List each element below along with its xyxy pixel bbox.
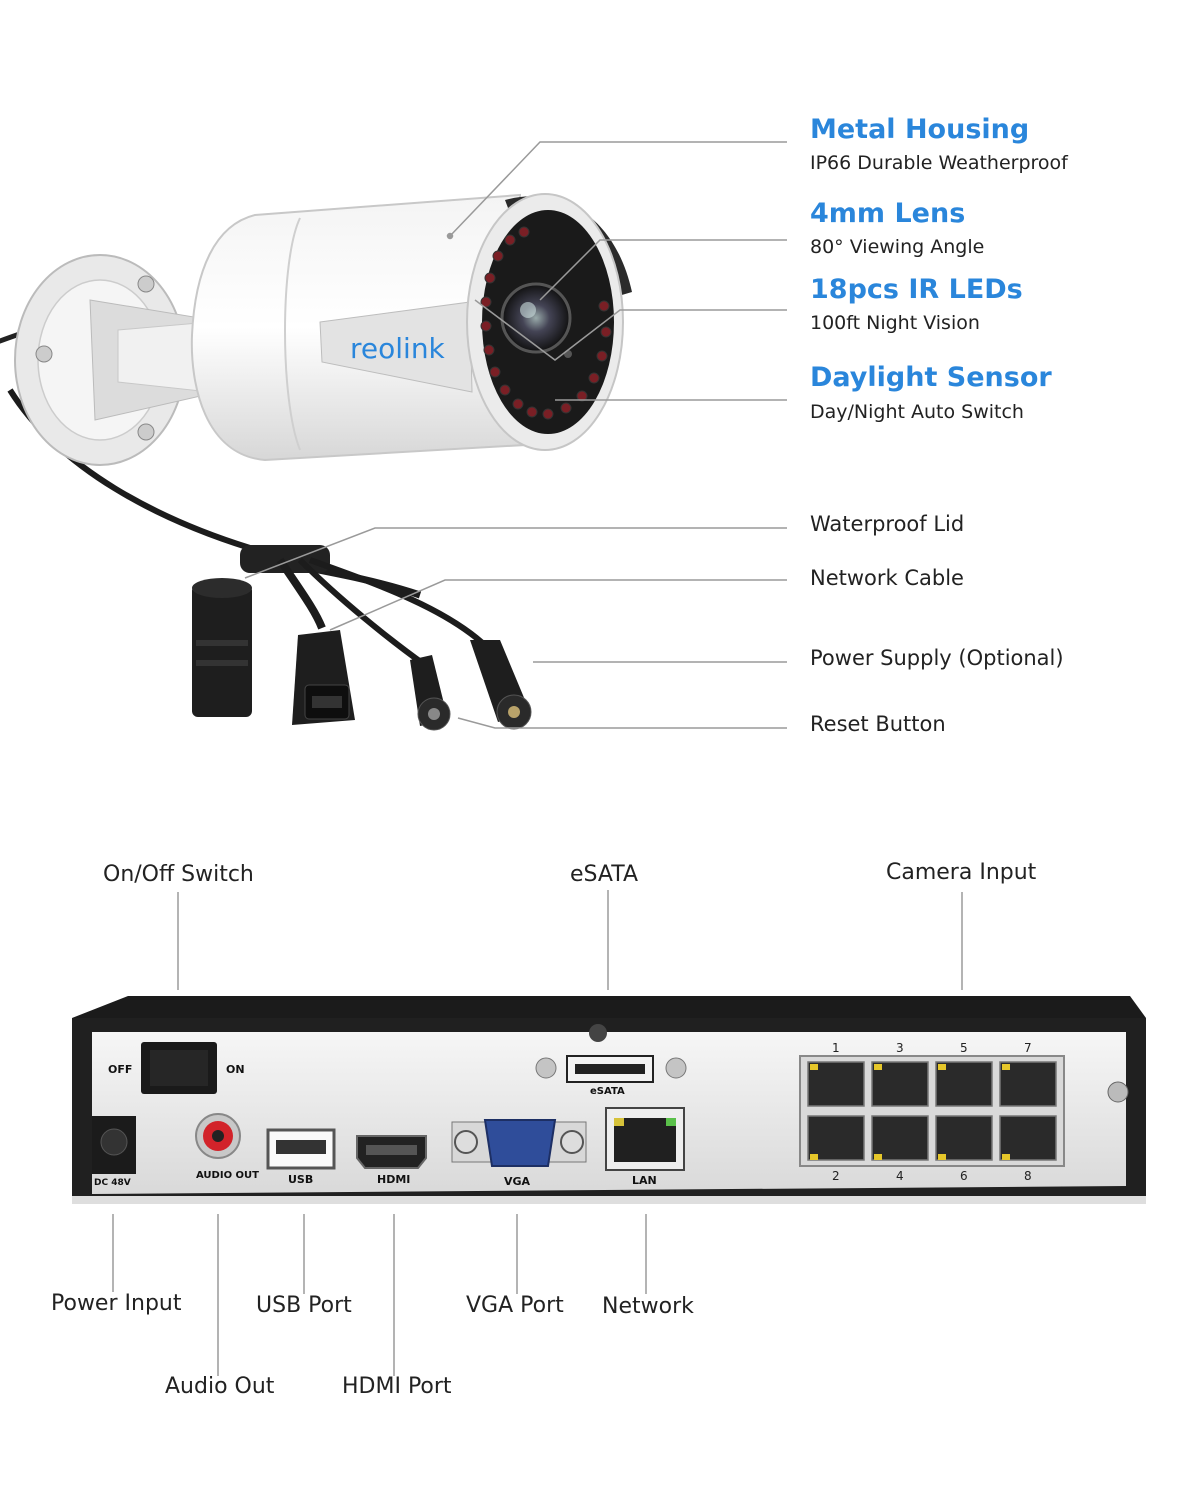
mount-screw bbox=[137, 275, 155, 293]
nvr-label-camera-input: Camera Input bbox=[886, 860, 1037, 885]
feature-subtitle: 80° Viewing Angle bbox=[810, 236, 985, 258]
nvr-label-audio-out: Audio Out bbox=[165, 1374, 275, 1399]
mount-screw bbox=[35, 345, 53, 363]
brand-logo: reolink bbox=[350, 332, 446, 365]
camera-pigtail bbox=[192, 545, 532, 731]
panel-label-off: OFF bbox=[108, 1063, 132, 1076]
panel-label-dc: DC 48V bbox=[94, 1178, 131, 1188]
feature-title: Metal Housing bbox=[810, 114, 1030, 145]
port-number-bottom: 2 bbox=[832, 1169, 840, 1183]
nvr-label-network: Network bbox=[602, 1294, 694, 1319]
feature-subtitle: Day/Night Auto Switch bbox=[810, 401, 1024, 423]
cable-part-label: Network Cable bbox=[810, 566, 964, 590]
nvr-lid bbox=[72, 996, 1146, 1018]
port-number-top: 5 bbox=[960, 1041, 968, 1055]
port-number-top: 1 bbox=[832, 1041, 840, 1055]
feature-subtitle: IP66 Durable Weatherproof bbox=[810, 152, 1068, 174]
nvr-recorder bbox=[72, 996, 1146, 1204]
port-number-bottom: 4 bbox=[896, 1169, 904, 1183]
port-numbers: 1 3 5 7 2 4 6 8 bbox=[832, 1041, 1032, 1183]
feature-title: 4mm Lens bbox=[810, 198, 966, 229]
nvr-label-power-input: Power Input bbox=[51, 1291, 182, 1316]
bullet-camera: reolink bbox=[0, 193, 632, 551]
cable-part-label: Reset Button bbox=[810, 712, 946, 736]
logo-plate bbox=[319, 301, 473, 393]
port-number-bottom: 6 bbox=[960, 1169, 968, 1183]
panel-label-on: ON bbox=[226, 1063, 245, 1076]
nvr-label-vga-port: VGA Port bbox=[466, 1293, 564, 1318]
panel-label-hdmi: HDMI bbox=[377, 1173, 410, 1186]
feature-title: Daylight Sensor bbox=[810, 362, 1052, 393]
nvr-label-hdmi-port: HDMI Port bbox=[342, 1374, 452, 1399]
dc-power-connector bbox=[470, 640, 532, 730]
panel-label-lan: LAN bbox=[632, 1174, 657, 1187]
screw bbox=[589, 1024, 607, 1042]
port-number-bottom: 8 bbox=[1024, 1169, 1032, 1183]
daylight-sensor bbox=[564, 350, 572, 358]
ir-leds bbox=[480, 226, 612, 420]
nvr-label-esata: eSATA bbox=[570, 862, 639, 887]
panel-label-usb: USB bbox=[288, 1173, 313, 1186]
panel-label-esata: eSATA bbox=[590, 1086, 625, 1097]
callout-lines bbox=[244, 141, 787, 729]
mount-screw bbox=[137, 423, 155, 441]
port-number-top: 7 bbox=[1024, 1041, 1032, 1055]
waterproof-lid bbox=[192, 578, 252, 717]
panel-label-vga: VGA bbox=[504, 1175, 531, 1188]
feature-subtitle: 100ft Night Vision bbox=[810, 312, 980, 334]
panel-label-audio: AUDIO OUT bbox=[196, 1170, 259, 1181]
reset-connector bbox=[410, 655, 451, 731]
cable-part-label: Power Supply (Optional) bbox=[810, 646, 1064, 670]
nvr-callout-lines bbox=[112, 890, 963, 1376]
cable-part-label: Waterproof Lid bbox=[810, 512, 965, 536]
rj45-connector bbox=[292, 630, 355, 725]
feature-title: 18pcs IR LEDs bbox=[810, 274, 1023, 305]
nvr-label-on-off: On/Off Switch bbox=[103, 862, 254, 887]
camera-lens bbox=[500, 282, 572, 354]
nvr-label-usb-port: USB Port bbox=[256, 1293, 352, 1318]
port-number-top: 3 bbox=[896, 1041, 904, 1055]
